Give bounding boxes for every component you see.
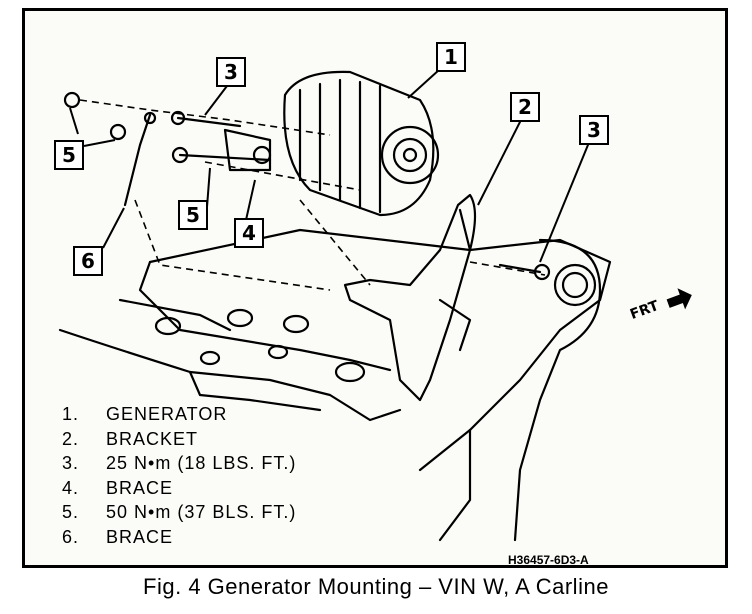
figure-code: H36457-6D3-A — [508, 553, 589, 567]
bolt-3-right — [498, 263, 551, 281]
callout-bolt-upper: 3 — [216, 57, 246, 87]
front-arrow — [666, 288, 692, 310]
callout-bolt-right: 3 — [579, 115, 609, 145]
callout-brace-6: 6 — [73, 246, 103, 276]
timing-cover — [513, 238, 602, 542]
leader-lines — [69, 59, 591, 263]
intake-manifold — [138, 260, 392, 372]
callout-long-bolt: 5 — [178, 200, 208, 230]
alignment-lines — [79, 99, 546, 291]
parts-legend: 1.GENERATOR 2.BRACKET 3.25 N•m (18 LBS. … — [62, 404, 296, 551]
bolt-3-upper — [170, 110, 242, 128]
generator-body — [283, 70, 440, 217]
callout-brace-4: 4 — [234, 218, 264, 248]
legend-item: 1.GENERATOR — [62, 404, 228, 424]
figure-caption: Fig. 4 Generator Mounting – VIN W, A Car… — [143, 574, 609, 599]
legend-item: 4.BRACE — [62, 477, 174, 498]
brace-4 — [223, 128, 272, 172]
brace-6 — [123, 111, 157, 207]
legend-item: 2.BRACKET — [62, 428, 199, 449]
engine-block-outline — [148, 228, 612, 472]
legend-item: 6.BRACE — [62, 526, 174, 547]
callout-generator: 1 — [436, 42, 466, 72]
bracket — [343, 193, 477, 402]
callout-bolt-left: 5 — [54, 140, 84, 170]
manifold-ports — [154, 308, 366, 383]
callout-bracket: 2 — [510, 92, 540, 122]
exhaust-manifold — [58, 328, 402, 422]
legend-item: 3.25 N•m (18 LBS. FT.) — [62, 453, 297, 473]
legend-item: 5.50 N•m (37 BLS. FT.) — [62, 502, 297, 522]
